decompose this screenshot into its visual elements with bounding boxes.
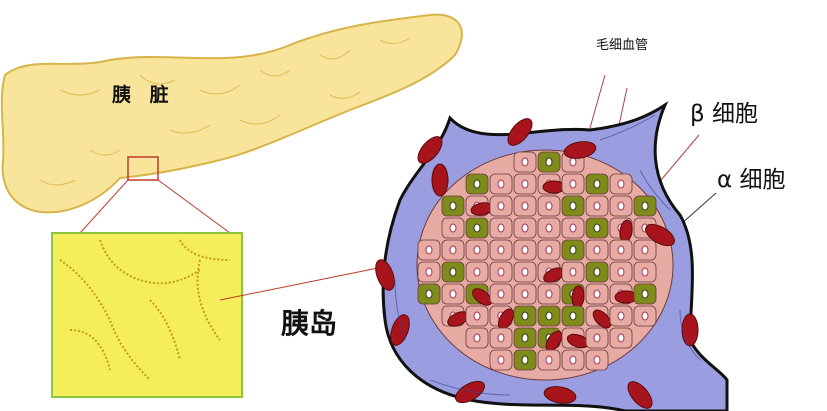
- red-blood-cell: [563, 141, 597, 159]
- cell-nucleus: [449, 201, 457, 211]
- cell-nucleus: [497, 267, 505, 277]
- cell-nucleus: [521, 267, 529, 277]
- cell-nucleus: [593, 289, 601, 299]
- cell-nucleus: [593, 179, 601, 189]
- cell-nucleus: [521, 245, 529, 255]
- islet-label: 胰岛: [281, 307, 338, 340]
- cell-nucleus: [497, 201, 505, 211]
- cell-nucleus: [497, 355, 505, 365]
- cell-nucleus: [521, 311, 529, 321]
- cell-nucleus: [617, 333, 625, 343]
- cell-nucleus: [449, 245, 457, 255]
- cell-nucleus: [497, 333, 505, 343]
- red-blood-cell: [507, 118, 533, 146]
- beta-cell-label: β 细胞: [690, 101, 758, 127]
- cell-nucleus: [569, 201, 577, 211]
- cell-nucleus: [545, 311, 553, 321]
- cell-nucleus: [473, 311, 481, 321]
- cell-nucleus: [521, 355, 529, 365]
- cell-nucleus: [497, 289, 505, 299]
- red-blood-cell: [417, 136, 443, 164]
- cell-nucleus: [617, 267, 625, 277]
- red-blood-cell: [472, 288, 492, 306]
- red-blood-cell: [431, 163, 449, 197]
- cell-nucleus: [641, 311, 649, 321]
- alpha-cell-label: α 细胞: [717, 167, 786, 193]
- red-blood-cell: [645, 223, 675, 247]
- cell-nucleus: [521, 179, 529, 189]
- red-blood-cell: [455, 380, 485, 404]
- cell-nucleus: [593, 245, 601, 255]
- cell-nucleus: [569, 245, 577, 255]
- cell-nucleus: [617, 179, 625, 189]
- red-blood-cell: [543, 386, 577, 404]
- cell-nucleus: [617, 201, 625, 211]
- cell-nucleus: [425, 289, 433, 299]
- cell-nucleus: [545, 289, 553, 299]
- red-blood-cell: [627, 381, 653, 409]
- cell-nucleus: [569, 355, 577, 365]
- zoom-line-right: [157, 179, 231, 234]
- cell-nucleus: [521, 333, 529, 343]
- vessel-streaks: [394, 114, 701, 396]
- islet-cells: [375, 118, 699, 409]
- cell-nucleus: [641, 289, 649, 299]
- pancreas-label: 胰 脏: [112, 84, 175, 106]
- red-blood-cell: [681, 313, 699, 347]
- cell-nucleus: [473, 245, 481, 255]
- cell-nucleus: [593, 267, 601, 277]
- cell-nucleus: [449, 267, 457, 277]
- pancreas-illustration: [0, 13, 463, 214]
- capillary-label: 毛细血管: [596, 38, 649, 53]
- cell-nucleus: [641, 245, 649, 255]
- cell-nucleus: [497, 179, 505, 189]
- cell-nucleus: [497, 245, 505, 255]
- cell-nucleus: [545, 245, 553, 255]
- cell-nucleus: [425, 267, 433, 277]
- cell-nucleus: [569, 311, 577, 321]
- islet-pointer-line: [219, 267, 379, 301]
- red-blood-cell: [592, 309, 612, 329]
- cell-nucleus: [569, 267, 577, 277]
- cell-nucleus: [473, 223, 481, 233]
- cell-nucleus: [569, 157, 577, 167]
- capillary-line-2: [617, 87, 628, 131]
- cell-nucleus: [425, 245, 433, 255]
- tissue-inset: [51, 232, 243, 398]
- cell-nucleus: [521, 157, 529, 167]
- zoom-line-left: [79, 179, 129, 234]
- cell-nucleus: [641, 267, 649, 277]
- cell-nucleus: [545, 355, 553, 365]
- cell-nucleus: [521, 201, 529, 211]
- inset-acini: [59, 239, 231, 381]
- cell-nucleus: [593, 355, 601, 365]
- cell-nucleus: [593, 223, 601, 233]
- cell-nucleus: [569, 179, 577, 189]
- cell-nucleus: [593, 201, 601, 211]
- capillary-line-1: [587, 74, 606, 136]
- cell-nucleus: [521, 289, 529, 299]
- cell-nucleus: [569, 223, 577, 233]
- cell-nucleus: [545, 157, 553, 167]
- cell-nucleus: [473, 179, 481, 189]
- alpha-cell-line: [679, 192, 717, 226]
- pancreas-texture: [39, 37, 411, 186]
- cell-nucleus: [617, 311, 625, 321]
- cell-nucleus: [545, 223, 553, 233]
- cell-nucleus: [497, 223, 505, 233]
- cell-nucleus: [449, 223, 457, 233]
- red-blood-cell: [375, 259, 395, 291]
- cell-nucleus: [473, 333, 481, 343]
- cell-nucleus: [545, 201, 553, 211]
- cell-nucleus: [593, 333, 601, 343]
- cell-nucleus: [617, 245, 625, 255]
- selection-box: [127, 156, 159, 181]
- cell-nucleus: [449, 289, 457, 299]
- cell-nucleus: [641, 201, 649, 211]
- cell-nucleus: [473, 267, 481, 277]
- cell-nucleus: [521, 223, 529, 233]
